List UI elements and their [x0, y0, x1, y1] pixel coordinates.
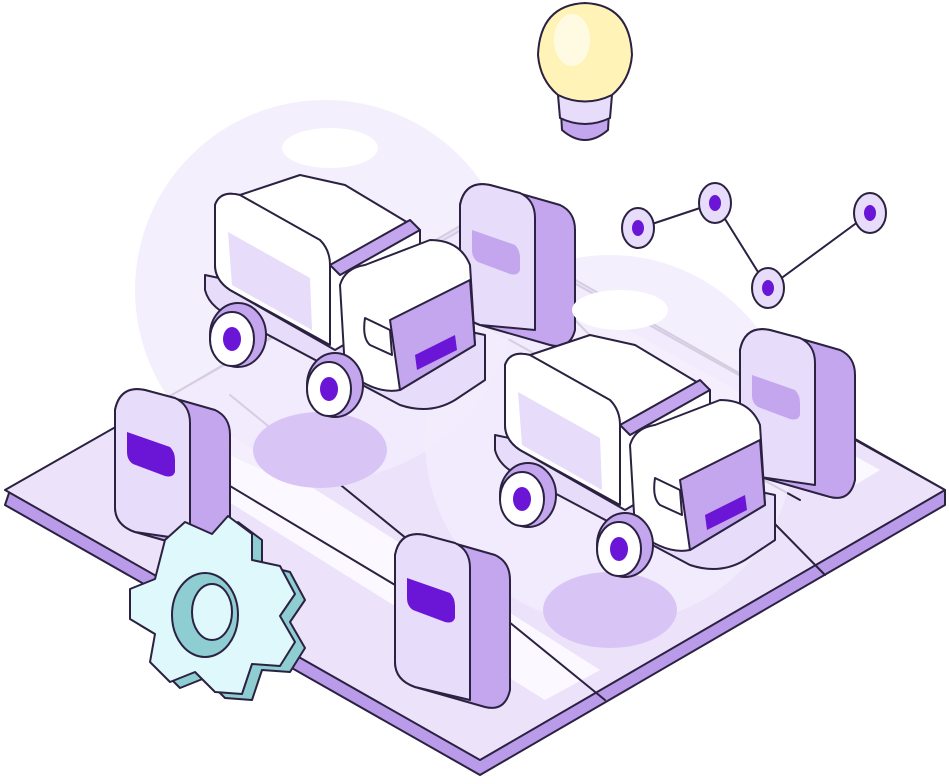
truck-shadow	[543, 572, 677, 648]
truck-icon	[494, 290, 776, 578]
truck-wheel	[209, 302, 267, 368]
truck-icon	[204, 128, 486, 418]
truck-shadow	[253, 412, 387, 488]
truck-wheel	[499, 462, 557, 528]
truck-wheel	[596, 512, 654, 578]
lightbulb-icon	[537, 2, 633, 141]
network-nodes-icon	[621, 182, 887, 309]
gear-icon	[129, 515, 306, 701]
truck-wheel	[306, 352, 364, 418]
charging-station-icon	[114, 388, 231, 554]
charging-station-icon	[459, 183, 576, 347]
charging-station-icon	[394, 533, 511, 709]
